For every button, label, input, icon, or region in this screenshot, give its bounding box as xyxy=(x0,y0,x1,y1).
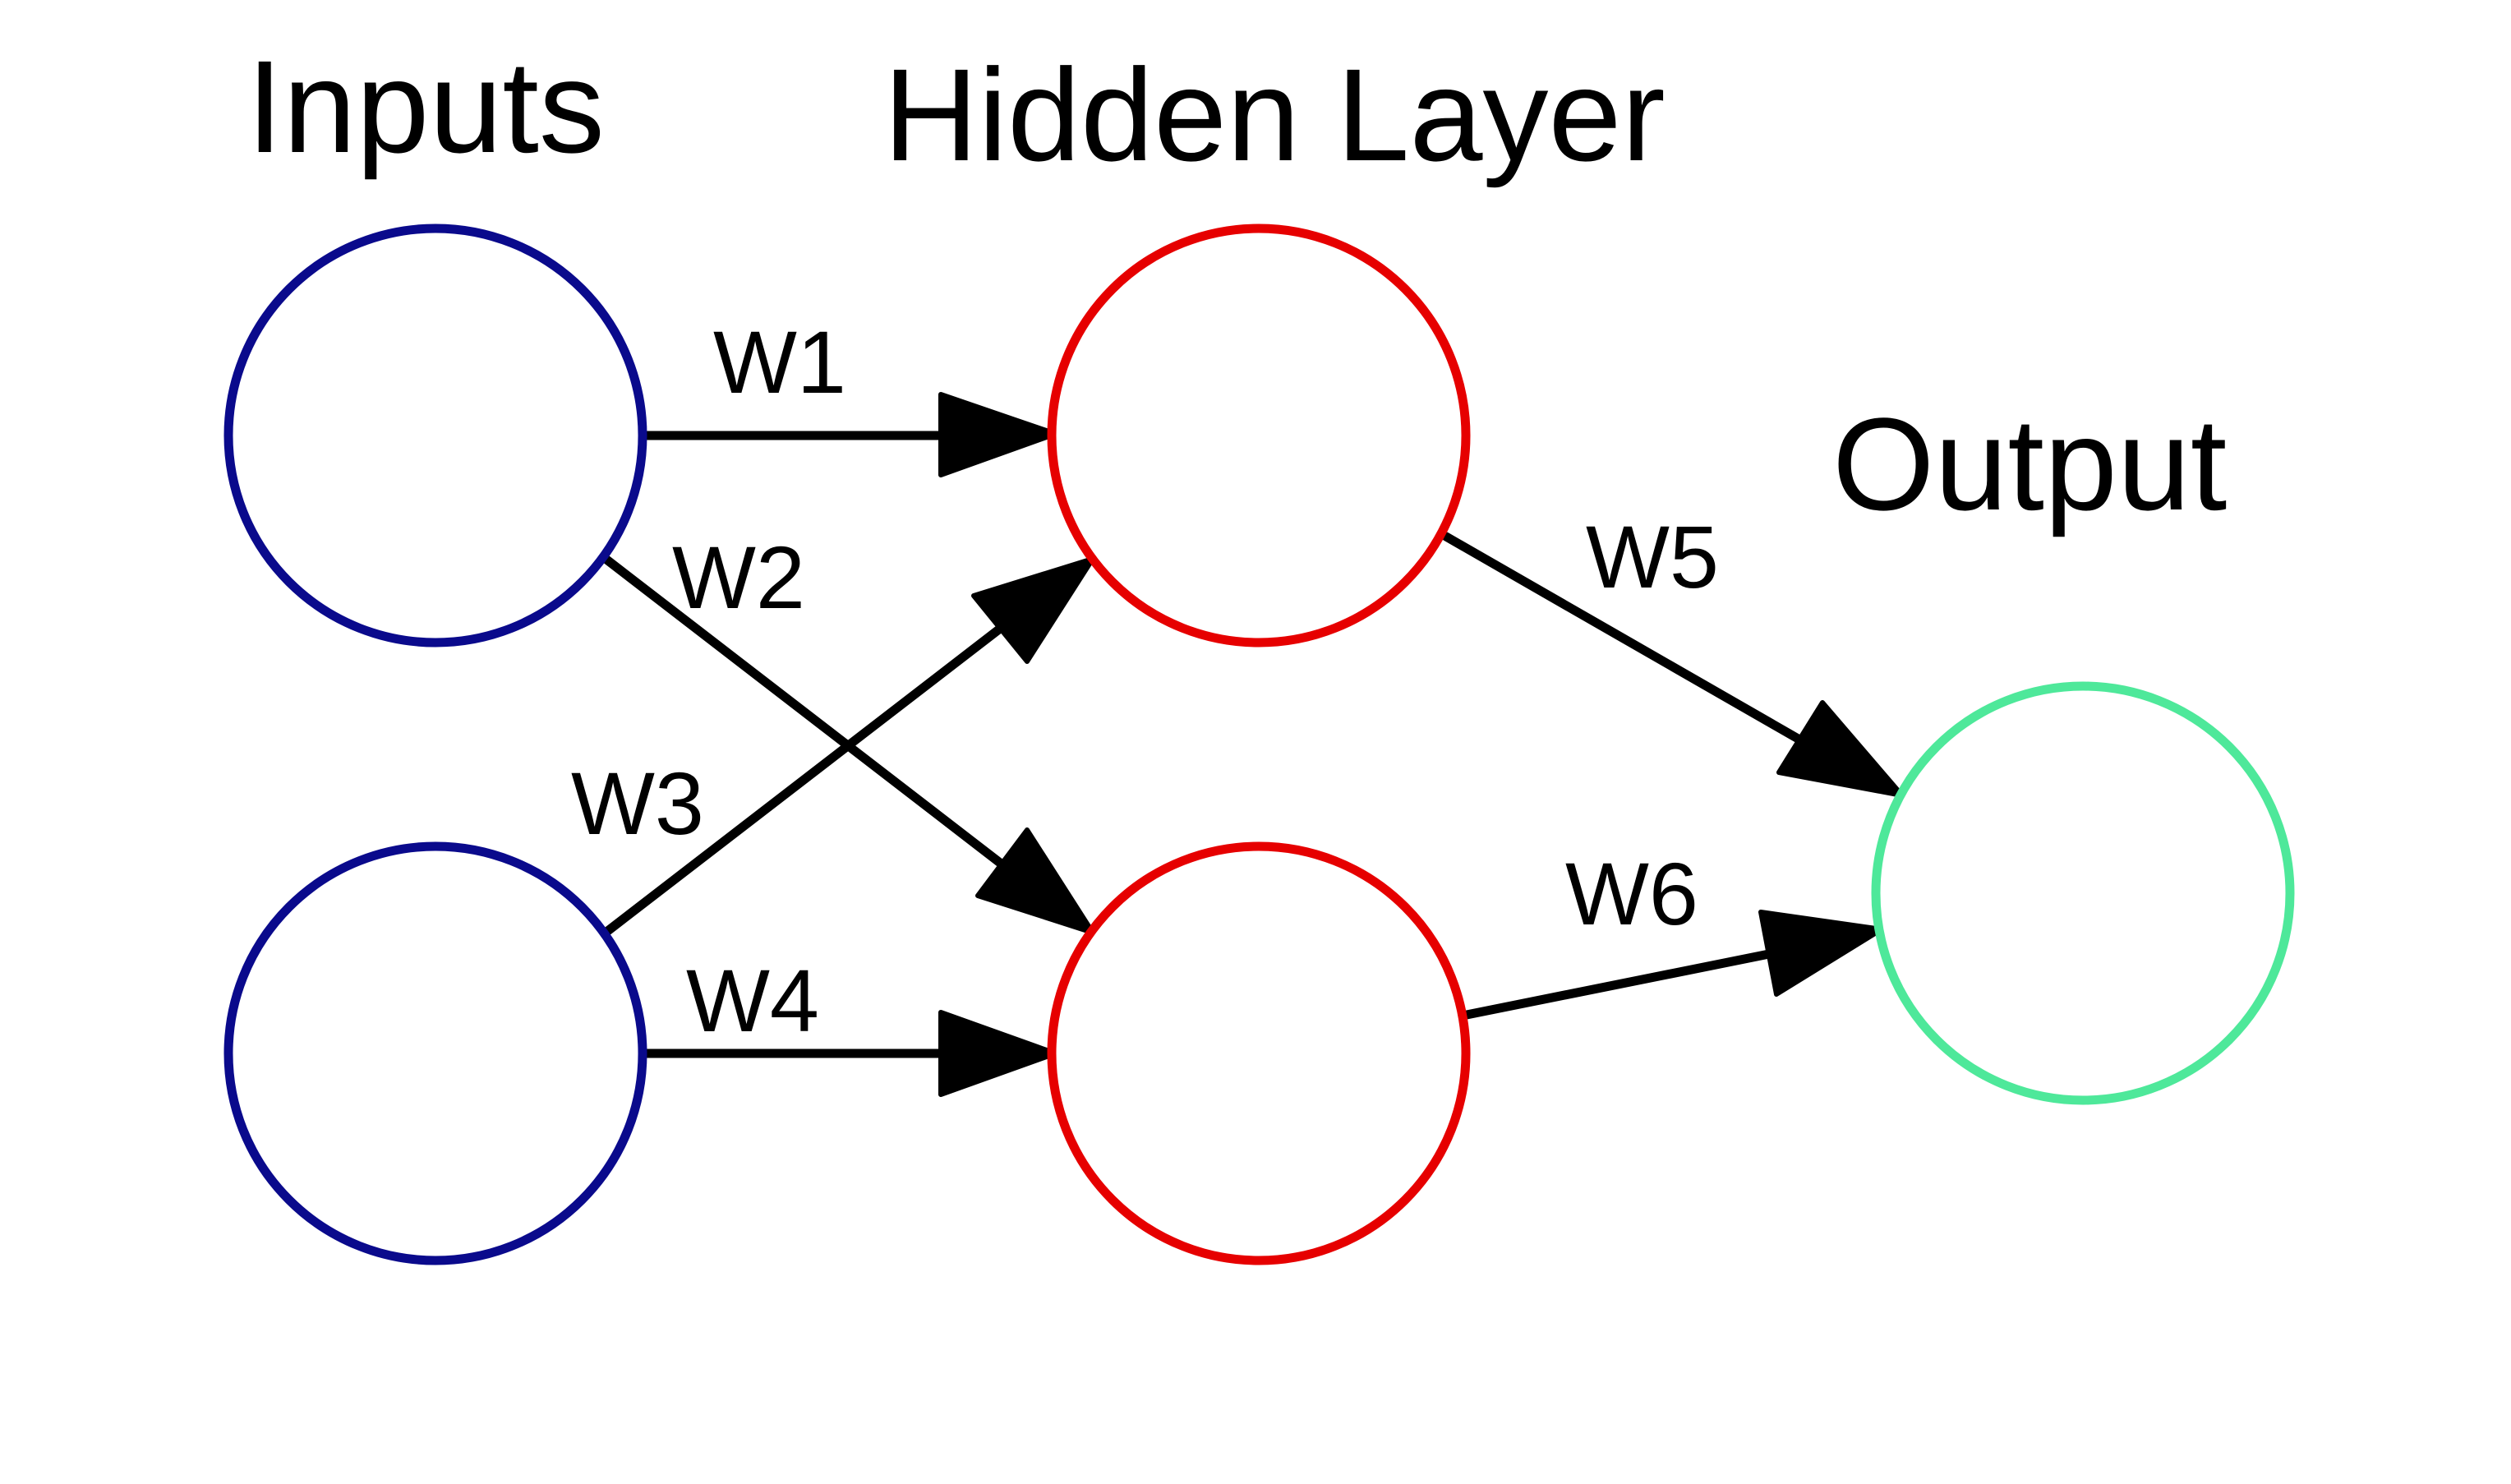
input-node-1 xyxy=(223,224,647,648)
arrowhead-w5 xyxy=(1776,700,1905,798)
arrowhead-w2 xyxy=(975,827,1095,935)
input-node-2 xyxy=(223,841,647,1265)
arrowhead-w6 xyxy=(1758,910,1884,997)
weight-label-w3: W3 xyxy=(571,754,704,853)
edge-w3 xyxy=(601,624,1005,938)
weight-label-w5: W5 xyxy=(1586,507,1719,606)
weight-label-w2: W2 xyxy=(672,528,805,627)
output-layer xyxy=(1871,681,2295,1105)
weight-label-w4: W4 xyxy=(686,951,819,1050)
inputs-heading: Inputs xyxy=(246,33,605,180)
arrowhead-w1 xyxy=(938,392,1058,477)
hidden-layer-heading: Hidden Layer xyxy=(883,41,1666,188)
arrowhead-w4 xyxy=(938,1010,1058,1097)
edge-w5 xyxy=(1441,532,1804,744)
input-layer xyxy=(223,224,647,1265)
output-heading: Output xyxy=(1832,390,2227,537)
hidden-layer xyxy=(1047,224,1471,1265)
arrowhead-w3 xyxy=(971,556,1095,664)
weight-labels: W1 W2 W3 W4 W5 W6 xyxy=(571,312,1719,1050)
edge-w2 xyxy=(601,554,1005,868)
hidden-node-2 xyxy=(1047,841,1471,1265)
output-node xyxy=(1871,681,2295,1105)
hidden-node-1 xyxy=(1047,224,1471,648)
edge-w6 xyxy=(1462,948,1778,1020)
weight-label-w1: W1 xyxy=(713,312,846,412)
weight-label-w6: W6 xyxy=(1565,844,1698,943)
edges xyxy=(601,392,1905,1097)
